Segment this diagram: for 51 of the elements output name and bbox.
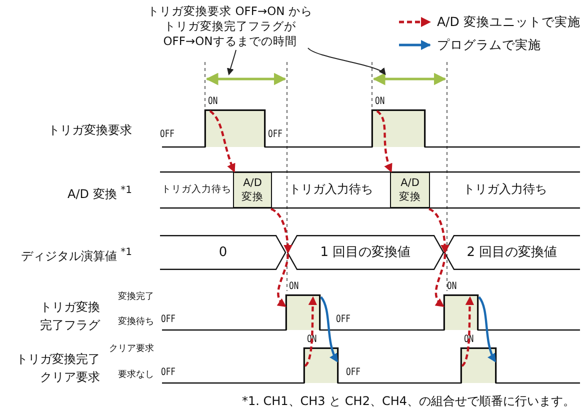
legend-text: A/D 変換ユニットで実施 [437,14,580,30]
arrow [227,50,236,76]
value-cell: 0 [160,235,286,270]
process-box: A/D 変換 [390,172,430,208]
pulse [205,110,265,147]
row-label: トリガ変換要求 [47,123,132,138]
level-label: ON [208,96,218,107]
level-label: 変換完了 [117,291,154,303]
level-label: OFF [160,129,174,140]
arrow [308,48,386,75]
legend-text: プログラムで実施 [437,37,541,53]
level-label: 変換待ち [117,316,154,328]
footnote: *1. CH1、CH3 と CH2、CH4、の組合せで順番に行います。 [240,394,575,409]
arrow [478,296,496,363]
arrow [276,254,290,308]
level-label: クリア要求 [108,343,154,355]
pulse [304,348,338,383]
arrow [376,110,393,173]
arrow [304,296,318,367]
pulse [461,348,496,383]
dimension-arrow [205,73,287,85]
level-label: OFF [336,314,350,325]
arrow [461,296,474,367]
row-label: A/D 変換 $^{*1}$ [66,184,132,202]
level-label: OFF [268,129,282,140]
level-label: OFF [346,367,360,378]
level-label: ON [447,281,457,292]
annotation-text: トリガ変換要求 OFF→ON からトリガ変換完了フラグが OFF→ONするまでの時間 [145,4,315,50]
pulse [286,295,320,330]
value-cell: 1 回目の変換値 [287,235,444,270]
state-label: トリガ入力待ち [160,184,232,196]
arrow [209,110,236,173]
dimension-arrow [372,73,447,85]
pulse [444,295,478,330]
level-label: 要求なし [117,369,154,381]
level-label: ON [289,281,299,292]
row-label: ディジタル演算値 $^{*1}$ [20,246,132,264]
level-label: OFF [161,314,176,325]
value-cell: 2 回目の変換値 [444,235,580,270]
pulse [372,110,425,147]
row-label: トリガ変換完了クリア要求 [15,351,100,386]
state-label: トリガ入力待ち [288,182,374,197]
arrow [428,208,450,254]
process-box: A/D 変換 [233,172,272,208]
arrow [434,254,446,308]
arrow [320,296,338,363]
arrow [270,208,292,254]
level-label: OFF [161,367,176,378]
state-label: トリガ入力待ち [462,182,548,197]
level-label: ON [375,96,385,107]
row-label: トリガ変換完了フラグ [39,299,100,334]
